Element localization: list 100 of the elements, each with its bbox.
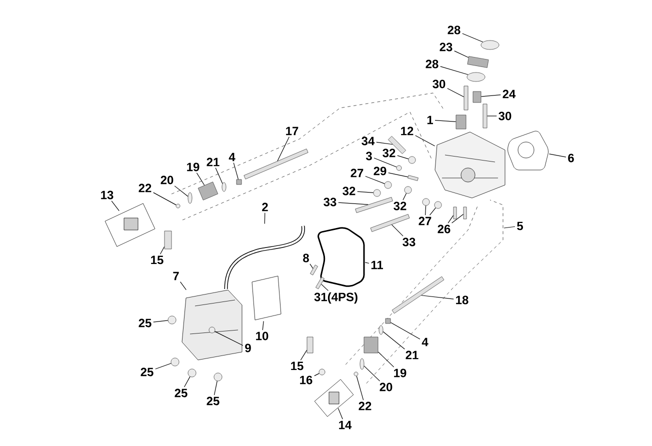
callout-number: 33 — [324, 198, 336, 206]
washer-drawing — [222, 182, 226, 192]
leader-line — [314, 373, 320, 376]
bolt-drawing — [453, 206, 457, 220]
part-drawing — [182, 290, 242, 360]
bolt-drawing — [306, 336, 314, 354]
part-drawing — [224, 226, 305, 290]
callout-number: 32 — [342, 186, 356, 196]
bolt-drawing — [164, 230, 172, 250]
callout-number: 12 — [401, 126, 414, 136]
washer-drawing — [208, 326, 216, 334]
callout-number: 21 — [406, 350, 418, 360]
washer-drawing — [188, 368, 196, 378]
washer-drawing — [214, 372, 222, 382]
leader-line — [448, 215, 454, 224]
washer-drawing — [354, 372, 358, 376]
callout-number: 21 — [206, 158, 220, 166]
leader-line — [357, 191, 374, 194]
part-drawing — [508, 130, 548, 170]
part-drawing — [472, 91, 482, 103]
leader-line — [421, 295, 454, 300]
callout-number: 17 — [286, 126, 298, 136]
bolt-drawing — [370, 214, 410, 232]
callout-number: 16 — [300, 376, 312, 384]
leader-line — [402, 193, 407, 200]
callout-number: 32 — [382, 148, 396, 158]
washer-drawing — [408, 156, 416, 164]
callout-number: 27 — [350, 168, 364, 178]
leader-line — [180, 282, 186, 290]
leader-line — [434, 120, 456, 122]
callout-number: 32 — [394, 202, 406, 210]
leader-line — [153, 192, 176, 206]
callout-number: 30 — [432, 80, 446, 88]
part-drawing — [252, 276, 282, 320]
callout-number: 25 — [174, 388, 188, 398]
leader-line — [320, 284, 329, 291]
leader-line — [160, 246, 165, 254]
callout-number: 2 — [262, 202, 268, 212]
bolt-drawing — [392, 276, 444, 314]
washer-drawing — [434, 201, 442, 209]
callout-number: 9 — [245, 344, 251, 352]
leader-line — [376, 142, 393, 145]
leader-line — [440, 66, 468, 75]
bolt-drawing — [316, 276, 324, 290]
leader-line — [300, 350, 308, 360]
leader-line — [388, 172, 408, 178]
callout-number: 19 — [394, 368, 406, 378]
part-drawing — [364, 336, 378, 354]
callout-number: 33 — [402, 238, 416, 246]
part-drawing — [467, 56, 489, 68]
washer-drawing — [188, 192, 192, 204]
leader-line — [338, 408, 343, 420]
part-drawing — [104, 203, 156, 247]
callout-number: 22 — [138, 184, 152, 192]
washer-drawing — [384, 181, 392, 189]
callout-number: 28 — [448, 26, 460, 34]
leader-line — [262, 320, 264, 330]
washer-drawing — [480, 40, 500, 50]
part-drawing — [434, 132, 506, 198]
leader-line — [264, 212, 266, 224]
part-drawing — [318, 227, 365, 287]
callout-number: 22 — [358, 402, 372, 410]
leader-line — [174, 186, 188, 197]
washer-drawing — [378, 325, 384, 335]
washer-drawing — [396, 165, 402, 171]
leader-line — [548, 154, 566, 158]
callout-number: 26 — [438, 224, 450, 234]
leader-line — [365, 176, 385, 184]
washer-drawing — [360, 358, 364, 370]
callout-number: 18 — [456, 296, 468, 304]
callout-number: 25 — [140, 368, 154, 376]
bolt-drawing — [355, 197, 393, 213]
leader-line — [391, 224, 404, 236]
leader-line — [214, 331, 244, 346]
callout-number: 27 — [418, 216, 432, 226]
leader-line — [215, 168, 223, 184]
callout-number: 19 — [187, 162, 200, 172]
bolt-drawing — [408, 175, 418, 181]
part-drawing — [198, 182, 218, 200]
callout-number: 3 — [366, 152, 372, 160]
callout-number: 11 — [371, 260, 383, 270]
callout-number: 28 — [426, 60, 438, 68]
callout-number: 6 — [568, 154, 574, 162]
leader-line — [480, 94, 501, 97]
callout-number: 20 — [160, 176, 174, 184]
washer-drawing — [422, 198, 430, 206]
leader-line — [184, 376, 190, 388]
leader-line — [111, 200, 120, 212]
callout-number: 25 — [206, 396, 220, 406]
callout-number: 14 — [339, 420, 352, 430]
leader-line — [214, 380, 218, 396]
washer-drawing — [168, 316, 176, 324]
leader-line — [233, 162, 239, 180]
leader-line — [196, 172, 205, 186]
callout-number: 5 — [517, 222, 523, 230]
leader-line — [425, 205, 426, 216]
leader-line — [415, 135, 436, 146]
leader-line — [378, 352, 394, 368]
leader-line — [452, 214, 464, 224]
callout-number: 4 — [228, 152, 236, 162]
